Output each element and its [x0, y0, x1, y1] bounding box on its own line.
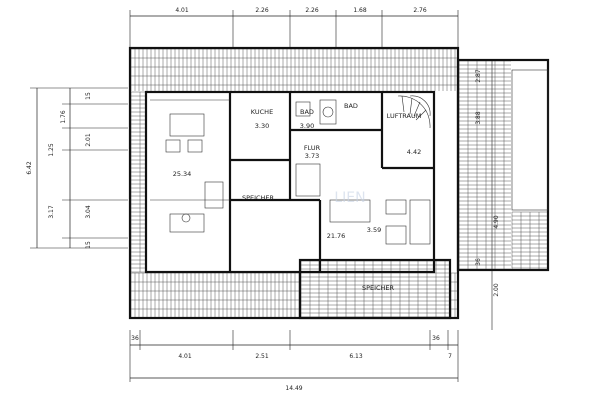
- left-dim-4: 2.01: [85, 133, 92, 147]
- left-dim-total: 6.42: [26, 161, 33, 175]
- bath-label: BAD: [344, 102, 358, 110]
- left-dim-3: 1.25: [48, 143, 55, 157]
- left-dim-7: 15: [85, 241, 92, 249]
- bottom-dim-6: 7: [448, 353, 452, 360]
- right-dim-3: 4.90: [493, 215, 500, 229]
- stair-void-label: LUFTRAUM: [387, 112, 422, 120]
- hall-area-label: 3.73: [305, 152, 319, 160]
- top-dim-4: 1.68: [353, 7, 367, 14]
- right-dimension-chain: 2.87 3.88 4.90 2.00 36: [475, 60, 500, 330]
- storage-area-label: 4.42: [407, 148, 421, 156]
- left-dimension-chain: 15 1.76 1.25 2.01 3.17 3.04 15 6.42: [26, 87, 128, 249]
- attic-label: SPEICHER: [362, 284, 395, 292]
- room-labels: 25.34 KUCHE 3.30 BAD 3.90 BAD FLUR 3.73 …: [173, 102, 422, 292]
- bottom-dim-total: 14.49: [285, 385, 302, 392]
- furniture: [165, 99, 431, 245]
- living-area-label: 25.34: [173, 170, 192, 178]
- right-dim-1: 2.87: [475, 69, 482, 83]
- bottom-dim-2: 4.01: [178, 353, 192, 360]
- right-dim-5: 36: [475, 258, 482, 266]
- dining-area-label: 21.76: [327, 232, 346, 240]
- left-dim-6: 3.04: [85, 205, 92, 219]
- bottom-dim-3: 2.51: [255, 353, 269, 360]
- bottom-dim-4: 6.13: [349, 353, 363, 360]
- study-area-label: 3.59: [367, 226, 381, 234]
- top-dimension-chain: 4.01 2.26 2.26 1.68 2.76: [129, 7, 459, 48]
- left-dim-5: 3.17: [48, 205, 55, 219]
- top-dim-1: 4.01: [175, 7, 189, 14]
- left-dim-2: 1.76: [60, 110, 67, 124]
- staircase: [397, 95, 431, 129]
- watermark: LIEN: [334, 190, 365, 206]
- storage-label: SPEICHER: [242, 194, 275, 202]
- wc-area-label: 3.90: [300, 122, 314, 130]
- bottom-dim-5: 36: [432, 335, 440, 342]
- top-dim-5: 2.76: [413, 7, 427, 14]
- main-walls: [128, 46, 550, 320]
- roof-tiles: [130, 48, 549, 318]
- bottom-dim-1: 36: [131, 335, 139, 342]
- bottom-dimension-chain: 36 4.01 2.51 6.13 36 7 14.49: [129, 330, 459, 392]
- hall-label: FLUR: [304, 144, 321, 152]
- top-dim-3: 2.26: [305, 7, 319, 14]
- kitchen-area-label: 3.30: [255, 122, 269, 130]
- kitchen-label: KUCHE: [251, 108, 273, 116]
- left-dim-1: 15: [85, 92, 92, 100]
- wc-label: BAD: [300, 108, 314, 116]
- top-dim-2: 2.26: [255, 7, 269, 14]
- right-dim-4: 2.00: [493, 283, 500, 297]
- right-dim-2: 3.88: [475, 111, 482, 125]
